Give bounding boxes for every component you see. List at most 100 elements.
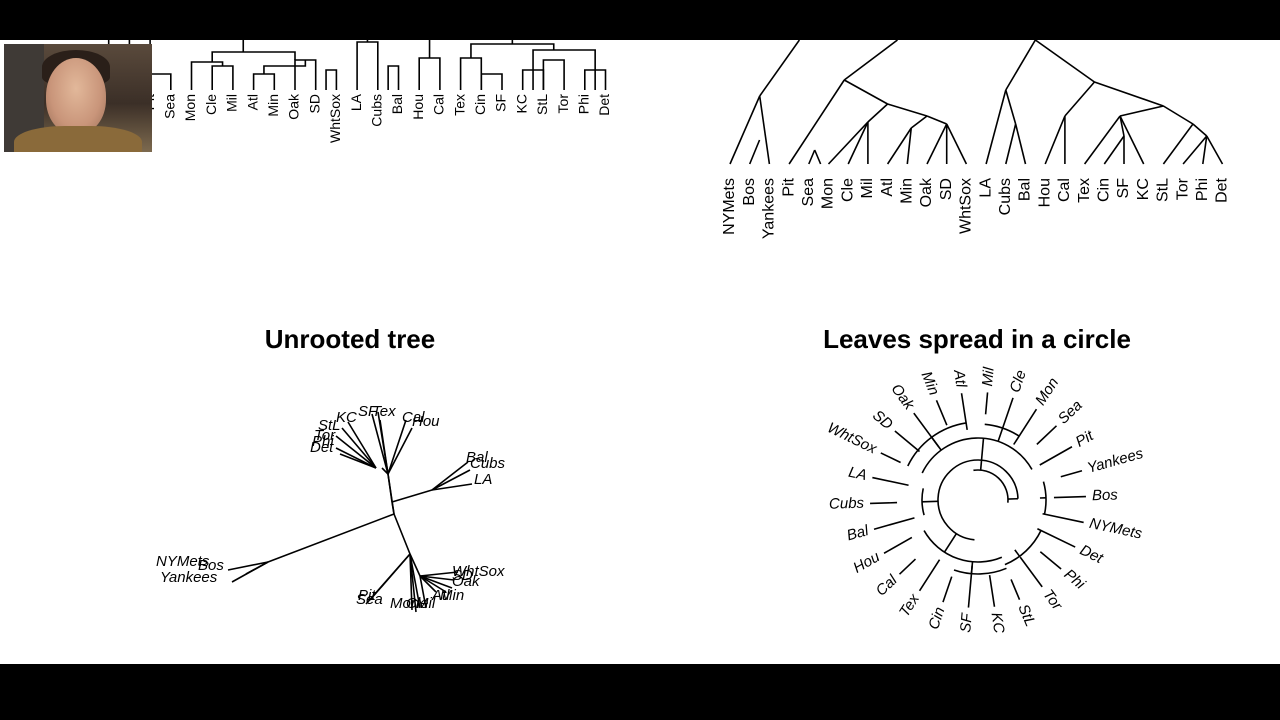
leaf-label: Det (596, 94, 612, 116)
circle-internal-branch (943, 533, 958, 553)
leaf-label: Bal (389, 94, 405, 114)
tree-branch (211, 65, 234, 90)
tree-branch (480, 73, 503, 90)
circle-leaf-branch (918, 559, 941, 592)
leaf-label: SF (1115, 178, 1132, 199)
tree-branch (847, 121, 869, 165)
circle-leaf-branch (1039, 446, 1073, 466)
tree-branch (542, 59, 565, 90)
circle-arc (923, 530, 1003, 563)
leaf-label: StL (534, 94, 550, 115)
circle-arc (984, 423, 1020, 437)
leaf-label: Min (918, 369, 943, 398)
tree-branch (1034, 40, 1095, 83)
tree-branch (419, 575, 437, 593)
circle-internal-branch (970, 561, 974, 574)
tree-branch (1044, 115, 1066, 165)
tree-branch (245, 561, 269, 575)
leaf-label: StL (318, 417, 341, 434)
circle-arc (1004, 530, 1042, 566)
leaf-label: Bal (845, 522, 871, 544)
leaf-label: Hou (850, 548, 883, 577)
leaf-label: Tor (1039, 586, 1066, 614)
leaf-label: Bos (741, 178, 758, 206)
leaf-label: SD (452, 567, 473, 584)
tree-branch (985, 89, 1007, 165)
leaf-label: Sea (162, 94, 178, 119)
circle-arc (937, 459, 1019, 541)
tree-branch (227, 561, 269, 571)
circle-leaf-branch (883, 536, 913, 554)
leaf-label: SD (938, 178, 955, 200)
tree-branch (190, 61, 224, 90)
tree-branch (431, 483, 473, 491)
leaf-label: WhtSox (327, 94, 343, 143)
leaf-label: Atl (950, 368, 970, 390)
leaf-label: Phi (576, 94, 592, 114)
tree-branch (1192, 123, 1208, 137)
circle-internal-branch (931, 436, 942, 451)
leaf-label: Tex (372, 403, 396, 420)
leaf-label: Tex (1076, 178, 1093, 203)
tree-branch (926, 123, 948, 165)
leaf-label: Tex (451, 94, 467, 116)
tree-branch (1182, 135, 1208, 165)
tree-branch (365, 553, 411, 605)
tree-branch (843, 79, 888, 105)
circle-tree-title: Leaves spread in a circle (823, 324, 1131, 354)
tree-branch (748, 139, 761, 165)
leaf-label: Mil (859, 178, 876, 198)
circle-internal-branch (922, 500, 939, 503)
tree-branch (827, 121, 869, 165)
circle-leaf-branch (1042, 512, 1084, 524)
leaf-label: Det (1077, 542, 1106, 568)
tree-branch (393, 513, 411, 555)
tree-branch (1103, 135, 1125, 165)
leaf-label: Phi (312, 433, 334, 450)
circle-leaf-branch (1036, 425, 1058, 445)
circle-leaf-branch (870, 501, 898, 505)
leaf-label: Phi (1061, 566, 1089, 593)
leaf-label: Mon (390, 595, 419, 612)
circle-leaf-branch (1060, 470, 1083, 478)
circular-tree: NYMetsBosYankeesPitSeaMonCleMilAtlMinOak… (825, 366, 1146, 635)
leaf-label: Mil (416, 595, 436, 612)
tree-branch (391, 489, 433, 503)
tree-branch (387, 419, 407, 475)
leaf-label: Sea (800, 178, 817, 207)
leaf-label: Mon (820, 178, 837, 209)
leaf-label: Min (899, 178, 916, 204)
leaf-label: KC (513, 94, 529, 113)
tree-branch (906, 127, 913, 165)
leaf-label: LA (348, 93, 364, 111)
tree-branch (1202, 135, 1208, 165)
tree-branch (532, 49, 596, 90)
leaf-label: Cubs (470, 455, 506, 472)
leaf-label: Bos (198, 557, 224, 574)
circle-arc (973, 469, 1009, 503)
tree-branch (788, 79, 845, 165)
circle-leaf-branch (894, 430, 921, 453)
leaf-label: LA (847, 464, 868, 484)
tree-branch (1005, 123, 1017, 165)
tree-branch (945, 123, 968, 165)
leaf-label: Cal (402, 409, 425, 426)
leaf-label: Bal (1017, 178, 1034, 201)
presenter-body (14, 126, 142, 152)
tree-branch (431, 469, 471, 491)
leaf-label: NYMets (721, 178, 738, 235)
tree-branch (843, 40, 898, 81)
leaf-label: Pit (1073, 427, 1097, 451)
leaf-label: KC (988, 611, 1008, 634)
circle-arc (921, 437, 1033, 474)
tree-branch (867, 103, 889, 123)
leaf-label: Cle (839, 178, 856, 202)
leaf-label: Sea (1055, 397, 1086, 428)
leaf-label: WhtSox (452, 563, 505, 580)
tree-branch (910, 115, 928, 129)
leaf-label: Yankees (761, 178, 778, 239)
presenter-face (46, 58, 106, 134)
circle-leaf-branch (873, 517, 915, 530)
leaf-label: SD (306, 94, 322, 113)
